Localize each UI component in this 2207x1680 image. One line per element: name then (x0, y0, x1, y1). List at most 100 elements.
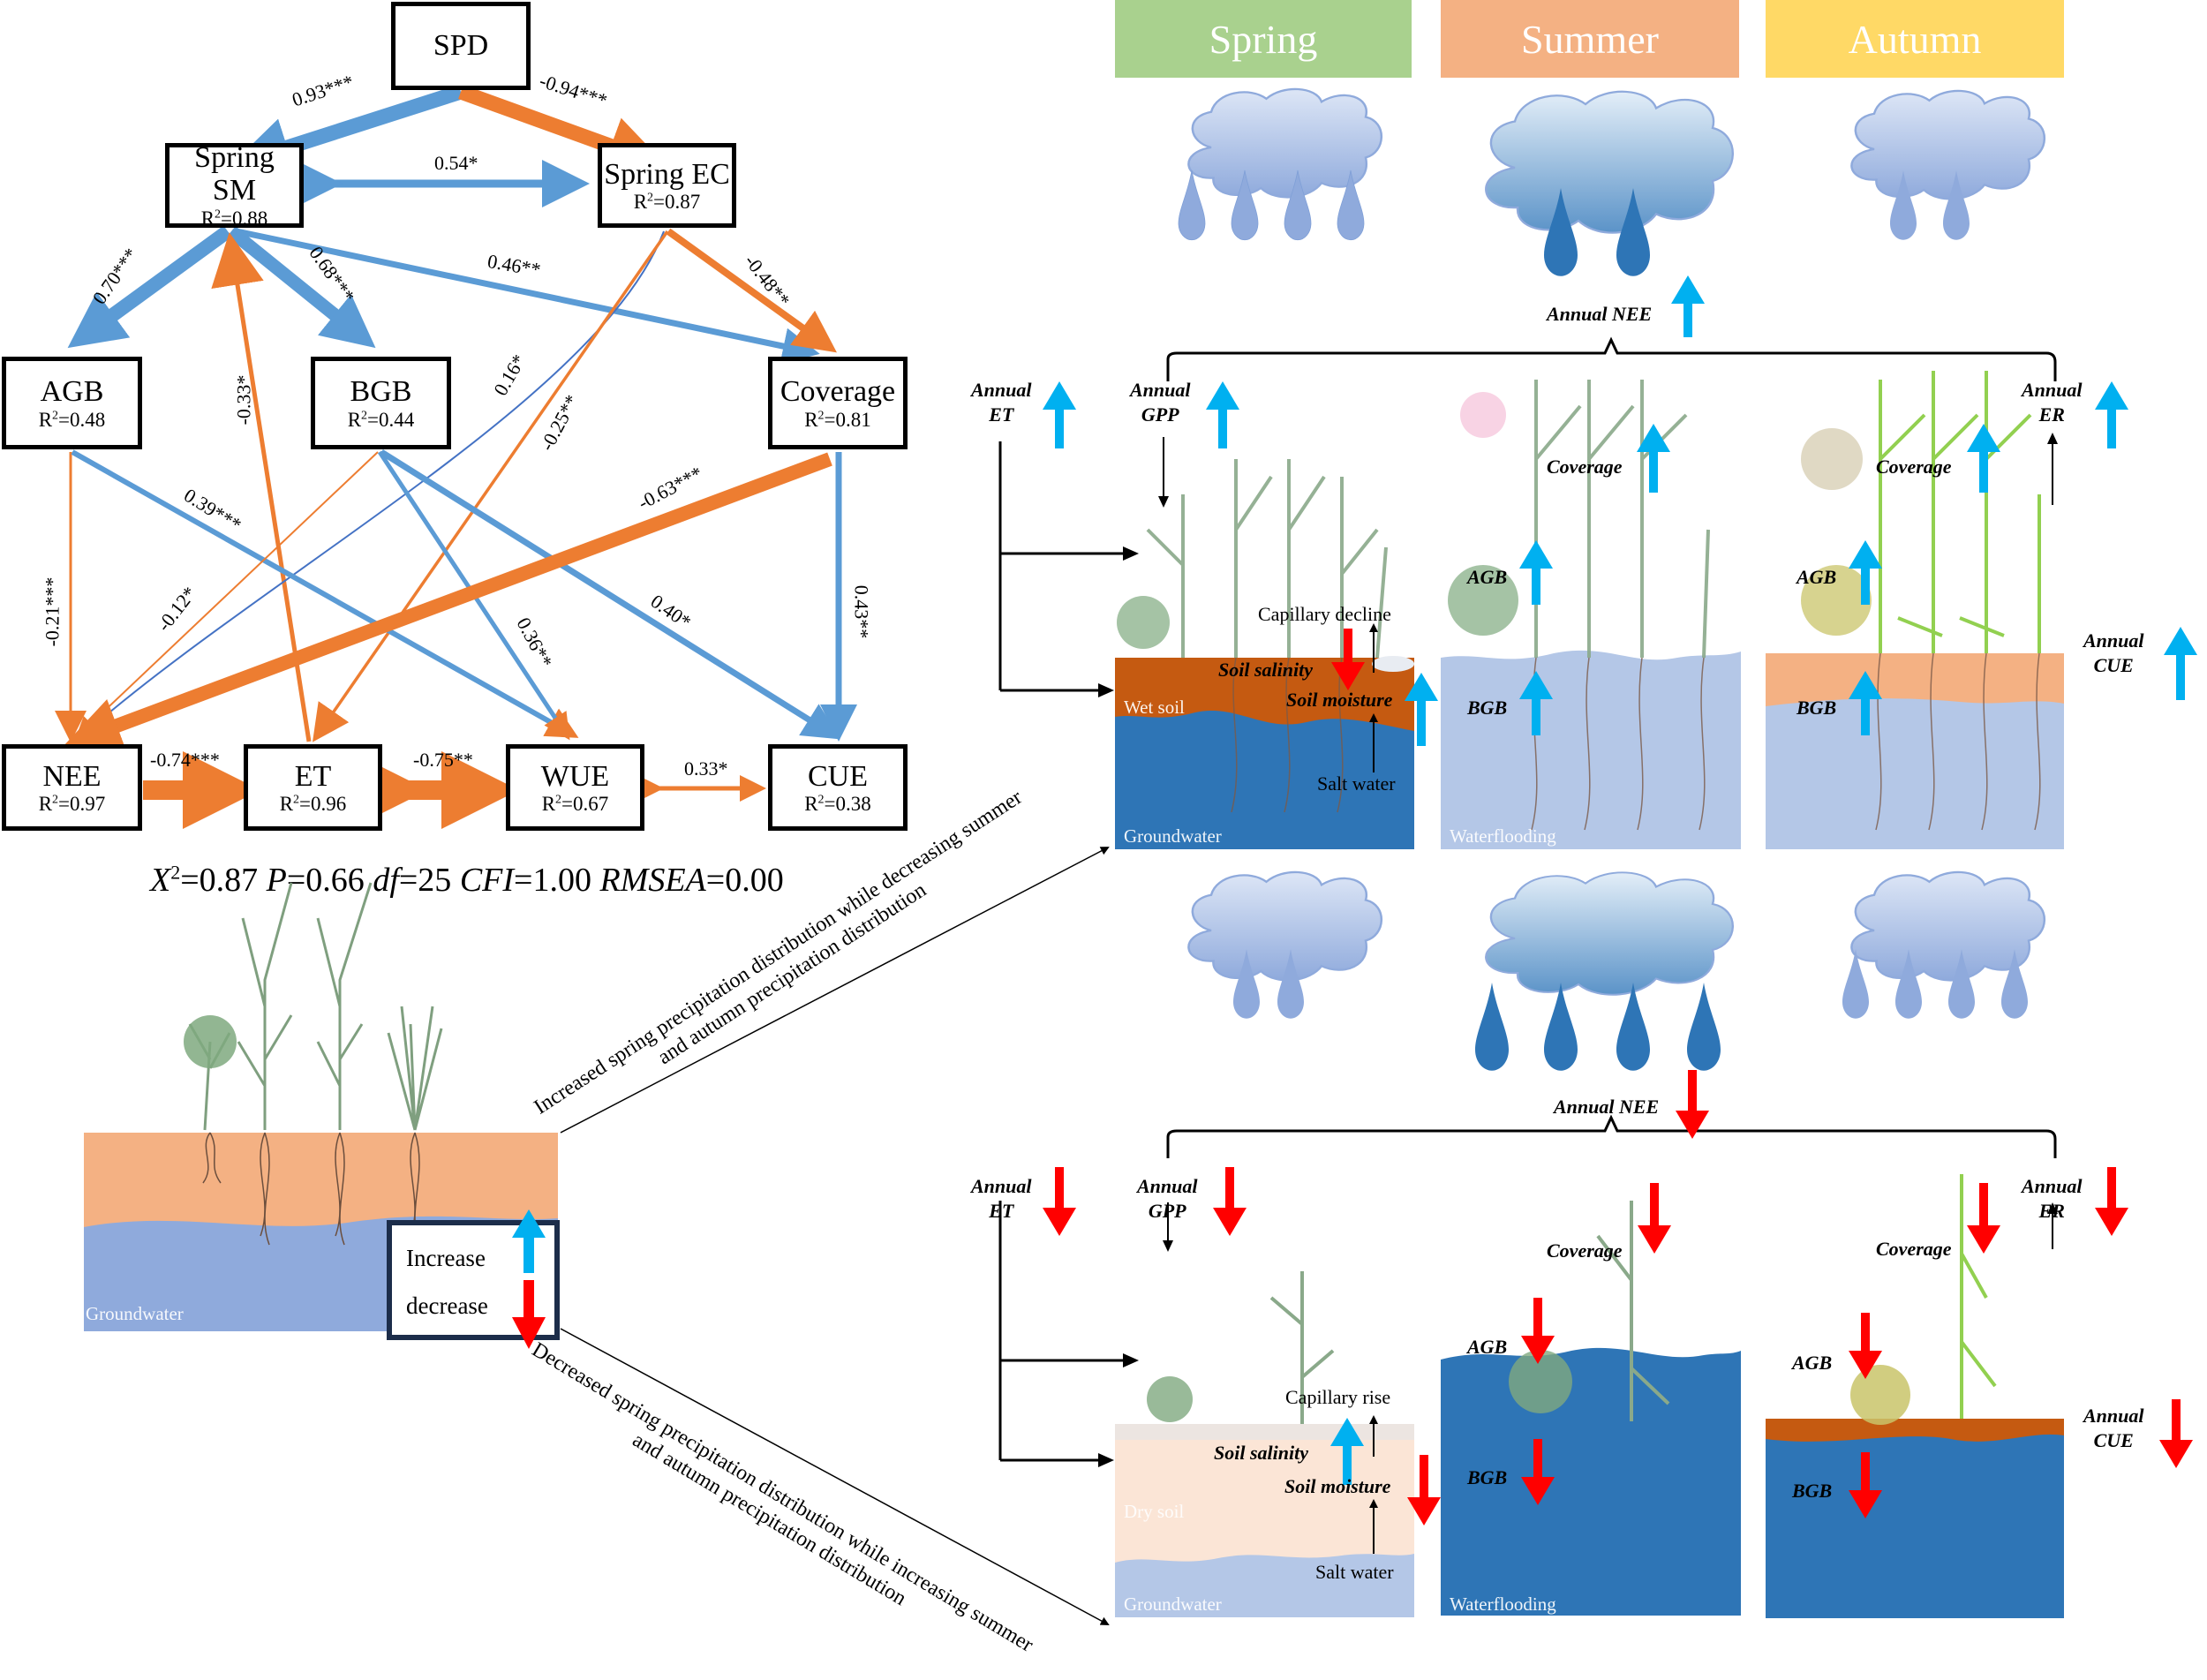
upper-annual-nee-up-arrow-icon (1671, 275, 1705, 337)
coef-sm-ec: 0.54* (434, 152, 478, 174)
node-name: SPD (433, 29, 489, 63)
lower-soil-moisture-down-arrow-icon (1407, 1455, 1441, 1526)
upper-autumn-soil (1766, 653, 2064, 706)
upper-soil-moisture-up-arrow-icon (1405, 673, 1438, 746)
upper-et-connector (998, 441, 1134, 692)
path-coverage-nee (64, 452, 832, 752)
node-r2: R2=0.48 (38, 408, 106, 431)
lower-summer-coverage-label: Coverage (1547, 1239, 1623, 1262)
lower-summer-coverage-down-arrow-icon (1638, 1183, 1671, 1254)
node-r2: R2=0.88 (200, 207, 268, 230)
lower-annual-nee-label: Annual NEE (1554, 1096, 1660, 1118)
upper-wet-soil-label: Wet soil (1124, 697, 1185, 718)
node-name: BGB (350, 375, 412, 409)
path-agb-wue (71, 449, 579, 738)
lower-summer-bgb-down-arrow-icon (1521, 1439, 1555, 1505)
node-name: ET (294, 759, 332, 793)
upper-summer-agb-label: AGB (1467, 566, 1508, 588)
lower-et-arrowhead-1 (1123, 1353, 1139, 1367)
season-header-autumn: Autumn (1766, 0, 2064, 78)
lower-autumn-agb-label: AGB (1792, 1352, 1833, 1374)
upper-nee-bracket (1166, 336, 2057, 381)
upper-autumn-agb-label: AGB (1796, 566, 1837, 588)
upper-saltwater-arrowhead (1369, 713, 1378, 722)
lower-waterflooding-label: Waterflooding (1450, 1593, 1556, 1615)
upper-gpp-arrowhead (1158, 496, 1169, 508)
legend-increase-arrow-icon (512, 1209, 546, 1273)
upper-summer-agb-up-arrow-icon (1519, 540, 1553, 605)
path-ec-coverage (666, 228, 837, 353)
path-bgb-cue (380, 449, 840, 740)
lower-autumn-bgb-down-arrow-icon (1849, 1452, 1882, 1518)
base-roots (202, 1132, 420, 1246)
upper-autumn-shrub (1801, 565, 1872, 636)
lower-autumn-soil (1766, 1419, 2064, 1442)
legend-arrows (512, 1209, 546, 1349)
node-r2: R2=0.96 (279, 793, 347, 816)
upper-spring-shrub (1117, 596, 1170, 649)
node-spd: SPD (391, 2, 531, 90)
upper-autumn-agb-up-arrow-icon (1849, 540, 1882, 605)
node-r2: R2=0.44 (347, 408, 415, 431)
upper-capillary-label: Capillary decline (1258, 603, 1391, 625)
upper-autumn-seedhead (1801, 428, 1863, 490)
node-name: Coverage (780, 375, 896, 409)
lower-summer-agb-down-arrow-icon (1521, 1298, 1555, 1364)
upper-summer-shrub (1448, 565, 1518, 636)
lower-soil-salinity-label: Soil salinity (1214, 1442, 1308, 1464)
upper-autumn-bgb-label: BGB (1796, 697, 1837, 719)
upper-summer-coverage-label: Coverage (1547, 456, 1623, 478)
upper-autumn-bgb-up-arrow-icon (1849, 671, 1882, 735)
legend-decrease-label: decrease (406, 1292, 488, 1319)
lower-spring-shrub (1147, 1376, 1193, 1422)
upper-summer-bgb-up-arrow-icon (1519, 671, 1553, 735)
lower-autumn-water (1766, 1419, 2064, 1618)
lower-nee-bracket (1166, 1114, 2057, 1158)
lower-summer-shrub (1509, 1350, 1572, 1413)
lower-salt-water-label: Salt water (1315, 1561, 1394, 1583)
upper-annual-nee-label: Annual NEE (1547, 303, 1653, 325)
season-header-summer: Summer (1441, 0, 1739, 78)
upper-summer-bgb-label: BGB (1467, 697, 1508, 719)
base-shrub (184, 1015, 237, 1068)
node-nee: NEE R2=0.97 (2, 744, 142, 831)
node-r2: R2=0.97 (38, 793, 106, 816)
lower-summer-bgb-label: BGB (1467, 1466, 1508, 1488)
path-sm-coverage (236, 228, 820, 365)
coef-wue-cue: 0.33* (684, 757, 728, 780)
lower-autumn-agb-down-arrow-icon (1849, 1313, 1882, 1379)
path-ec-nee (74, 230, 665, 743)
coef-nee-et: -0.74*** (150, 749, 220, 771)
upper-summer-flowers (1460, 392, 1506, 438)
upper-summer-coverage-up-arrow-icon (1637, 424, 1670, 493)
lower-et-connector (998, 1201, 1134, 1462)
node-r2: R2=0.87 (633, 191, 701, 214)
node-coverage: Coverage R2=0.81 (768, 357, 908, 449)
base-soil (84, 1133, 558, 1230)
lower-et-arrowhead-2 (1098, 1453, 1114, 1467)
lower-soil-moisture-label: Soil moisture (1284, 1475, 1391, 1497)
lower-annual-gpp-down-arrow-icon (1213, 1167, 1247, 1236)
legend-increase-label: Increase (406, 1245, 486, 1271)
upper-autumn-plants (1879, 371, 2041, 653)
upper-soil-moisture-label: Soil moisture (1286, 689, 1393, 711)
upper-capillary-arrowhead (1369, 623, 1378, 632)
legend-decrease-arrow-icon (512, 1280, 546, 1349)
lower-spring-groundwater (1115, 1554, 1414, 1617)
lower-saltwater-arrowhead (1369, 1499, 1378, 1508)
node-name: WUE (540, 759, 610, 793)
upper-soil-salinity-down-arrow-icon (1331, 629, 1365, 690)
lower-soil-salinity-up-arrow-icon (1330, 1418, 1364, 1485)
path-bgb-nee (75, 451, 379, 739)
upper-summer-water (1441, 650, 1741, 849)
upper-groundwater-label: Groundwater (1124, 825, 1222, 847)
lower-autumn-shrub (1850, 1365, 1910, 1425)
node-cue: CUE R2=0.38 (768, 744, 908, 831)
path-sm-agb (67, 225, 232, 349)
lower-gpp-arrowhead (1163, 1240, 1173, 1252)
